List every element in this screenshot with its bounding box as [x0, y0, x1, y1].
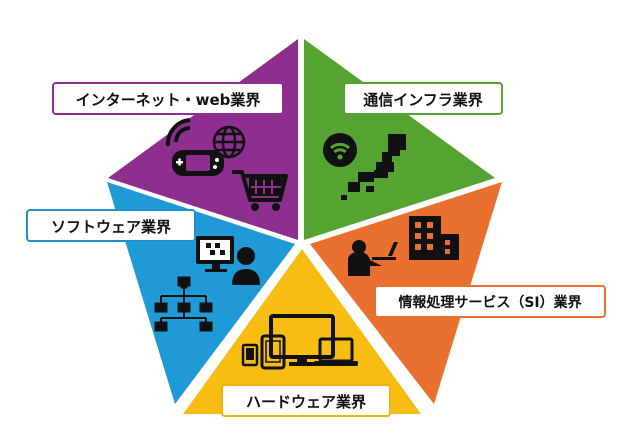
laptop-icon	[314, 337, 358, 366]
person-at-laptop-icon	[348, 240, 398, 276]
label-software: ソフトウェア業界	[26, 209, 196, 242]
wifi-icon	[323, 133, 357, 167]
label-internet: インターネット・web業界	[52, 82, 284, 115]
smartphone-icon	[260, 334, 286, 370]
person-at-monitor-icon	[196, 236, 260, 285]
segment-hardware	[183, 249, 421, 414]
office-building-icon	[409, 216, 459, 260]
game-controller-icon	[172, 150, 224, 176]
network-tree-icon	[154, 276, 213, 332]
wifi-icon	[165, 118, 191, 147]
shopping-cart-icon	[232, 170, 288, 211]
label-telecom: 通信インフラ業界	[343, 82, 503, 115]
tablet-icon	[241, 343, 259, 367]
label-si: 情報処理サービス（SI）業界	[374, 285, 606, 318]
map-of-japan-icon	[341, 134, 406, 200]
globe-icon	[212, 125, 246, 159]
label-hardware: ハードウェア業界	[221, 384, 391, 417]
